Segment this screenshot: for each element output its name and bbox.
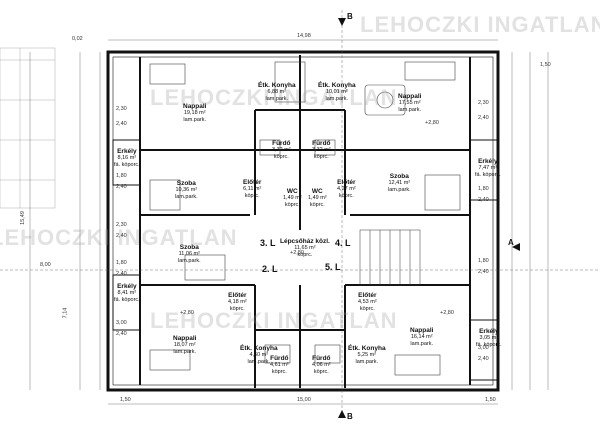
dimension-bottom-total: 15,00 bbox=[297, 397, 311, 403]
dimension-right-edge: 1,50 bbox=[540, 62, 551, 68]
height-label: +2,80 bbox=[440, 310, 454, 316]
neighbour-hatch bbox=[0, 47, 56, 209]
level-3: 3. L bbox=[260, 238, 276, 248]
opening-dim: 2,40 bbox=[116, 331, 127, 337]
height-label: +2,80 bbox=[425, 120, 439, 126]
watermark-low: LEHOCZKI INGATLAN bbox=[150, 308, 398, 333]
opening-dim: 1,80 bbox=[116, 173, 127, 179]
height-label: +2,80 bbox=[180, 310, 194, 316]
outer-walls bbox=[106, 50, 500, 392]
height-label: +2,80 bbox=[290, 250, 304, 256]
furniture bbox=[149, 61, 461, 376]
opening-dim: 2,30 bbox=[478, 100, 489, 106]
opening-dim: 2,40 bbox=[116, 184, 127, 190]
opening-dim: 2,30 bbox=[116, 222, 127, 228]
dimension-left-lower: 7,14 bbox=[62, 307, 69, 319]
opening-dim: 2,40 bbox=[478, 197, 489, 203]
watermark-mid: LEHOCZKI INGATLAN bbox=[150, 85, 398, 110]
level-5: 5. L bbox=[325, 262, 341, 272]
opening-dim: 2,40 bbox=[116, 233, 127, 239]
opening-dim: 2,40 bbox=[116, 271, 127, 277]
opening-dim: 3,00 bbox=[478, 345, 489, 351]
watermark-left: LEHOCZKI INGATLAN bbox=[0, 225, 238, 250]
dimension-lines bbox=[0, 10, 600, 420]
opening-dim: 3,00 bbox=[116, 320, 127, 326]
opening-dim: 2,40 bbox=[478, 269, 489, 275]
section-markers bbox=[338, 18, 520, 418]
dimension-top-total: 14,98 bbox=[297, 33, 311, 39]
dimension-left-total: 15,49 bbox=[19, 211, 26, 225]
level-2: 2. L bbox=[262, 264, 278, 274]
section-mark-bottom: B bbox=[347, 412, 353, 421]
dimension-top-left: 0,02 bbox=[72, 36, 83, 42]
level-4: 4. L bbox=[335, 238, 351, 248]
opening-dim: 2,40 bbox=[478, 356, 489, 362]
staircase bbox=[359, 229, 421, 286]
balconies bbox=[112, 139, 499, 381]
opening-dim: 1,80 bbox=[478, 186, 489, 192]
opening-dim: 2,30 bbox=[116, 106, 127, 112]
opening-dim: 1,80 bbox=[116, 260, 127, 266]
section-mark-top: B bbox=[347, 12, 353, 21]
dimension-left-mid: 8,00 bbox=[40, 262, 51, 268]
watermark-top: LEHOCZKI INGATLAN bbox=[360, 12, 600, 37]
dimension-bottom-left: 1,50 bbox=[120, 397, 131, 403]
opening-dim: 2,40 bbox=[116, 121, 127, 127]
section-mark-right: A bbox=[508, 238, 514, 247]
opening-dim: 1,80 bbox=[478, 258, 489, 264]
dimension-bottom-right: 1,50 bbox=[485, 397, 496, 403]
opening-dim: 2,40 bbox=[478, 115, 489, 121]
